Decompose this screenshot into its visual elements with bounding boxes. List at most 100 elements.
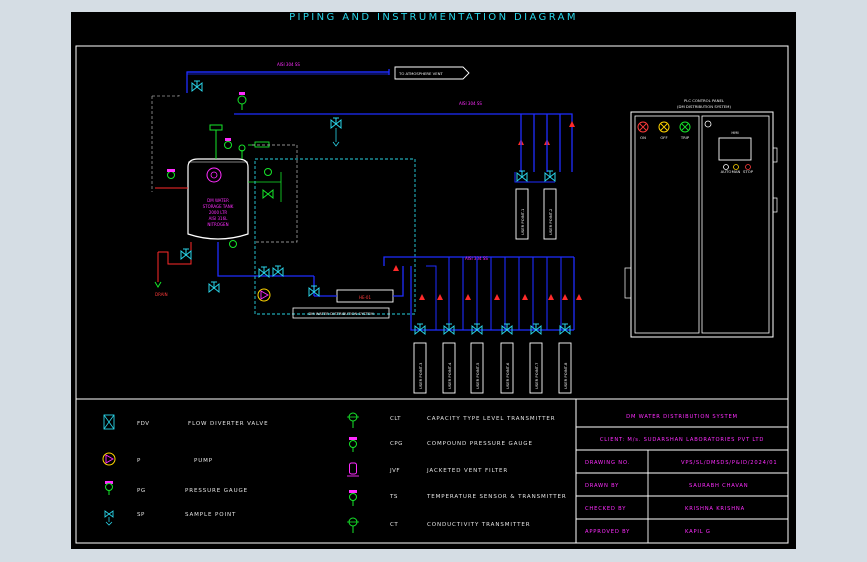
svg-text:COMPOUND PRESSURE GAUGE: COMPOUND PRESSURE GAUGE xyxy=(427,441,533,447)
svg-text:APPROVED BY: APPROVED BY xyxy=(585,529,630,535)
panel-lamp-on: ON xyxy=(637,121,649,140)
storage-tank: DM WATER STORAGE TANK 2000 LTR AISI 316L… xyxy=(187,158,249,240)
vent-filter-icon xyxy=(347,462,359,477)
user-point-valve[interactable] xyxy=(443,323,455,335)
svg-text:MAN: MAN xyxy=(732,169,741,174)
svg-text:FLOW DIVERTER VALVE: FLOW DIVERTER VALVE xyxy=(188,421,268,427)
checked-by: KRISHNA KRISHNA xyxy=(685,506,745,512)
diagram-canvas: AISI 304 SS TO ATMOSPHERE VENT AISI 304 … xyxy=(75,45,789,544)
user-point-box: USER POINT-1 xyxy=(515,188,529,240)
heat-exchanger-label: DM WATER DISTRIBUTION SYSTEM xyxy=(308,311,373,316)
user-point-valve[interactable] xyxy=(471,323,483,335)
user-point-valve[interactable] xyxy=(516,170,528,182)
svg-text:USER POINT-1: USER POINT-1 xyxy=(520,208,525,235)
user-point-box: USER POINT-7 xyxy=(529,342,543,394)
svg-text:P: P xyxy=(137,458,141,464)
vent-valve[interactable] xyxy=(191,80,203,92)
svg-text:HE-01: HE-01 xyxy=(359,295,372,300)
user-point-valve[interactable] xyxy=(501,323,513,335)
svg-text:AUTO: AUTO xyxy=(721,169,732,174)
vent-line: AISI 304 SS xyxy=(186,62,390,93)
svg-text:USER POINT-3: USER POINT-3 xyxy=(418,362,423,389)
sample-point-icon xyxy=(104,510,114,526)
svg-text:DRAWING NO.: DRAWING NO. xyxy=(585,460,630,466)
svg-text:2000 LTR: 2000 LTR xyxy=(209,210,228,215)
svg-text:USER POINT-8: USER POINT-8 xyxy=(563,362,568,389)
svg-text:USER POINT-2: USER POINT-2 xyxy=(548,208,553,235)
svg-text:SP: SP xyxy=(137,512,145,518)
user-point-box: USER POINT-5 xyxy=(470,342,484,394)
svg-text:PRESSURE GAUGE: PRESSURE GAUGE xyxy=(185,488,248,494)
svg-text:JACKETED VENT FILTER: JACKETED VENT FILTER xyxy=(426,468,508,474)
user-point-box: USER POINT-8 xyxy=(558,342,572,394)
title-block: DM WATER DISTRIBUTION SYSTEM CLIENT: M/s… xyxy=(576,414,788,543)
conductivity-transmitter-icon xyxy=(347,517,359,533)
svg-text:PUMP: PUMP xyxy=(194,458,213,464)
svg-text:CLT: CLT xyxy=(390,416,401,422)
svg-text:TRIP: TRIP xyxy=(680,135,690,140)
user-point-valve[interactable] xyxy=(544,170,556,182)
svg-text:STORAGE TANK: STORAGE TANK xyxy=(203,204,234,209)
svg-text:CONDUCTIVITY TRANSMITTER: CONDUCTIVITY TRANSMITTER xyxy=(427,522,530,528)
drawing-sheet: PIPING AND INSTRUMENTATION DIAGRAM xyxy=(71,12,796,549)
user-point-valve[interactable] xyxy=(414,323,426,335)
signal-line xyxy=(252,144,298,243)
user-point-box: USER POINT-2 xyxy=(543,188,557,240)
return-sample-valve[interactable] xyxy=(330,117,342,147)
svg-text:HMI: HMI xyxy=(731,130,738,135)
loop-drops xyxy=(393,257,582,330)
hmi-screen[interactable]: HMI xyxy=(718,130,752,161)
pump-icon xyxy=(257,288,271,302)
svg-text:USER POINT-6: USER POINT-6 xyxy=(505,362,510,389)
svg-text:CHECKED BY: CHECKED BY xyxy=(585,506,626,512)
drain-label: DRAIN xyxy=(155,292,168,297)
panel-lamp-trip: TRIP xyxy=(679,121,691,140)
top-pressure-gauge-icon xyxy=(237,92,247,110)
panel-button-stop[interactable]: STOP xyxy=(743,164,754,175)
instrument-signal-line xyxy=(152,93,180,97)
user-point-box: USER POINT-6 xyxy=(500,342,514,394)
compound-gauge-icon xyxy=(349,437,357,452)
upper-distribution-loops xyxy=(514,114,561,183)
svg-text:USER POINT-4: USER POINT-4 xyxy=(447,362,452,389)
svg-text:TEMPERATURE SENSOR & TRANSMITT: TEMPERATURE SENSOR & TRANSMITTER xyxy=(426,494,567,500)
panel-lamp-off: OFF xyxy=(658,121,670,140)
svg-text:SAMPLE POINT: SAMPLE POINT xyxy=(185,512,236,518)
svg-text:DRAWN BY: DRAWN BY xyxy=(585,483,619,489)
svg-text:JVF: JVF xyxy=(389,468,400,474)
svg-text:PG: PG xyxy=(137,488,146,494)
svg-text:DM WATER: DM WATER xyxy=(207,198,229,203)
skid-boundary xyxy=(254,158,416,315)
svg-text:USER POINT-5: USER POINT-5 xyxy=(475,362,480,389)
svg-text:OFF: OFF xyxy=(660,135,667,140)
drawn-by: SAURABH CHAVAN xyxy=(689,483,748,489)
project-title: DM WATER DISTRIBUTION SYSTEM xyxy=(626,414,738,420)
drain-valve[interactable] xyxy=(180,248,192,260)
lower-distribution-header: AISI 304 SS xyxy=(383,256,575,331)
svg-text:TS: TS xyxy=(389,494,398,500)
svg-text:CAPACITY TYPE LEVEL TRANSMITTE: CAPACITY TYPE LEVEL TRANSMITTER xyxy=(427,416,556,422)
pump-icon xyxy=(102,452,116,466)
panel-button-auto[interactable]: AUTO xyxy=(721,164,732,175)
panel-title: PLC CONTROL PANEL xyxy=(684,98,725,103)
page-title: PIPING AND INSTRUMENTATION DIAGRAM xyxy=(289,12,578,23)
pump-discharge-valve[interactable] xyxy=(272,265,284,277)
user-point-box: USER POINT-4 xyxy=(442,342,456,394)
svg-text:STOP: STOP xyxy=(743,169,754,174)
svg-text:FDV: FDV xyxy=(137,421,150,427)
svg-text:NITROGEN: NITROGEN xyxy=(207,222,228,227)
panel-button-man[interactable]: MAN xyxy=(732,164,741,175)
user-point-box: USER POINT-3 xyxy=(413,342,427,394)
temperature-sensor-icon xyxy=(349,490,357,506)
approved-by: KAPIL G xyxy=(685,529,711,535)
panel-subtitle: (DM DISTRIBUTION SYSTEM) xyxy=(677,104,731,109)
legend-left: FDV FLOW DIVERTER VALVE P PUMP PG PRESSU… xyxy=(102,414,268,526)
pressure-gauge-icon xyxy=(105,481,113,495)
level-transmitter-icon xyxy=(347,412,359,428)
pump-suction-line xyxy=(213,242,314,287)
vent-line-label: AISI 304 SS xyxy=(277,62,300,67)
bottom-drain-valve[interactable] xyxy=(208,281,220,293)
svg-text:CPG: CPG xyxy=(390,441,403,447)
vent-destination-label: TO ATMOSPHERE VENT xyxy=(398,71,443,76)
vent-destination-arrow: TO ATMOSPHERE VENT xyxy=(394,66,470,80)
